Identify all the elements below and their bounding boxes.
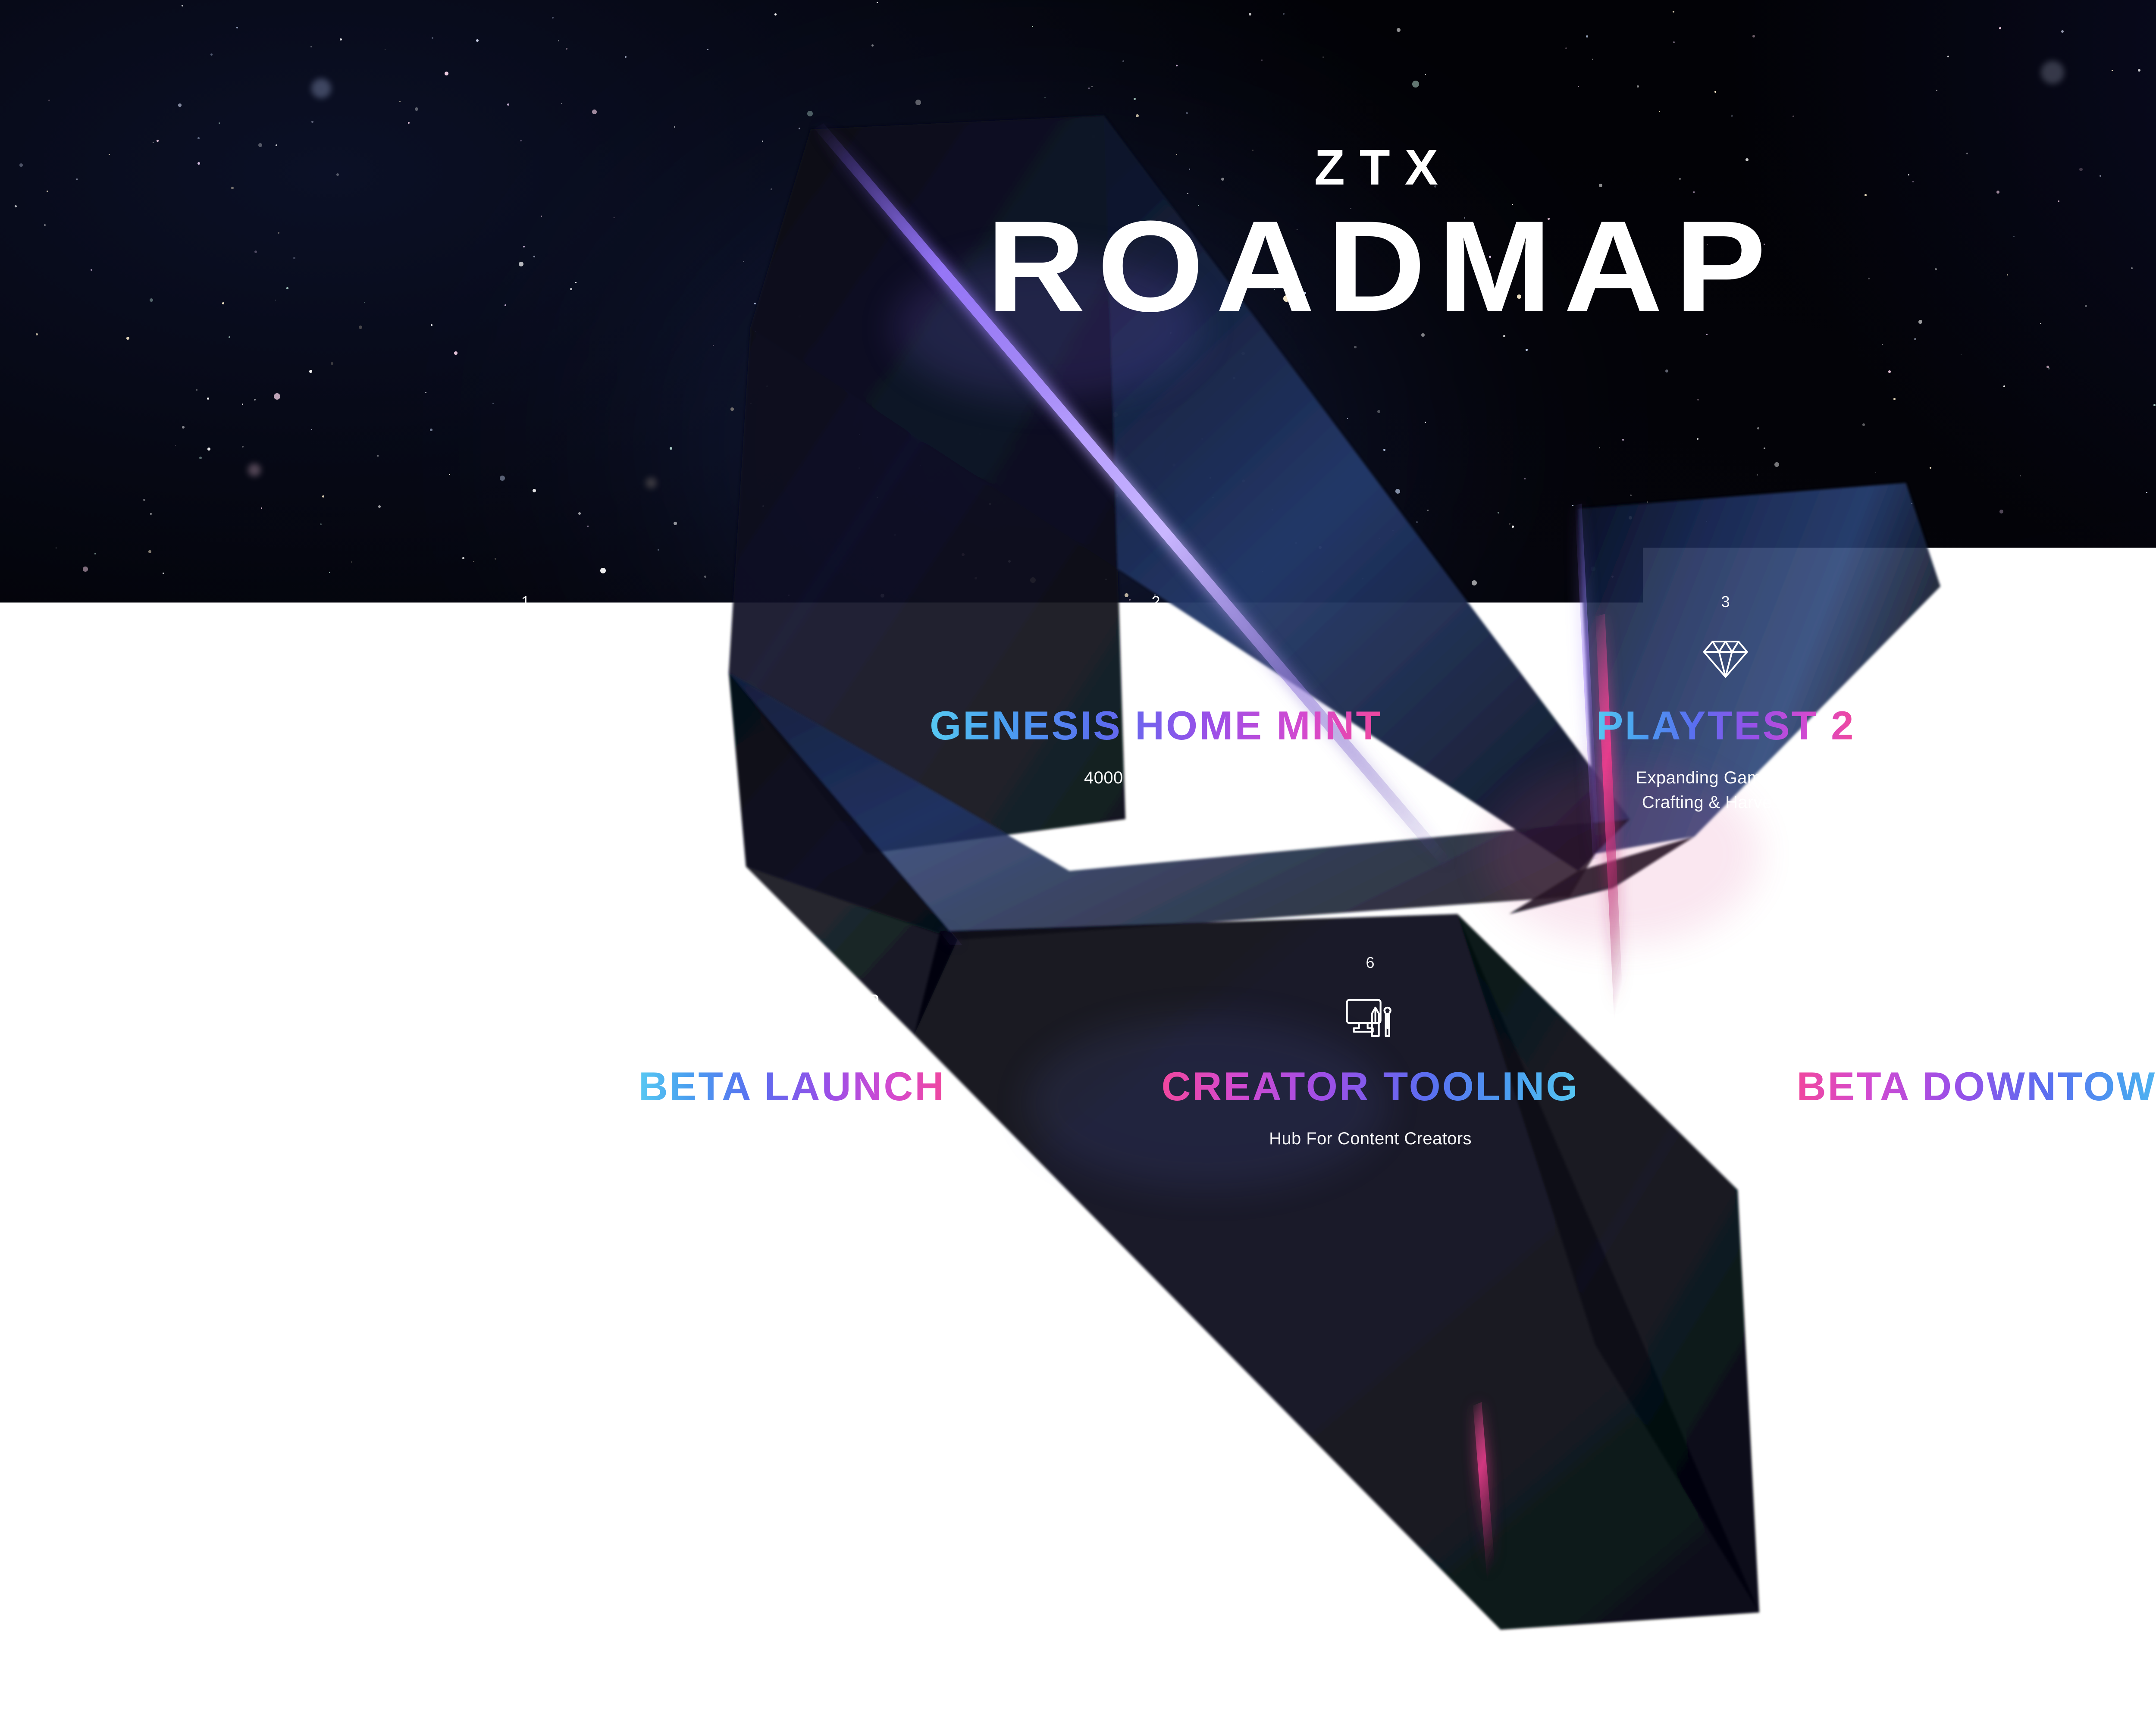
milestone-6[interactable]: 6 CREATOR TOOLING Hub For Content Creato… — [1162, 955, 1579, 1151]
monitor-tools-icon — [1346, 993, 1395, 1040]
milestone-subtitle: First Experiential Area And Open-World C… — [1797, 1127, 2156, 1176]
milestone-number: 3 — [1596, 594, 1855, 610]
milestone-subtitle: 4000 District NFTs — [930, 766, 1382, 790]
milestone-subtitle: Create Your Digital Self — [339, 766, 712, 790]
milestone-icon-group — [639, 989, 946, 1040]
milestone-title: PLAYTEST 2 — [1596, 705, 1855, 746]
milestone-7[interactable]: 7 BETA DOWNTOWN First Experiential Area … — [1797, 955, 2156, 1176]
milestone-title: BETA DOWNTOWN — [1797, 1066, 2156, 1107]
page-header: ZTX ROADMAP — [0, 142, 2156, 327]
city-skyline-icon — [1968, 992, 2016, 1040]
milestone-2[interactable]: 2 GENESIS HOME MINT 4000 District NFTs — [930, 594, 1382, 790]
milestone-number: 4 — [2060, 594, 2156, 610]
milestone-4[interactable]: 4 TOKEN LAUNCH Utility Token And The Quo… — [2060, 594, 2156, 815]
milestone-title: AVATAR BUILDER — [339, 705, 712, 746]
milestone-3[interactable]: 3 PLAYTEST 2 Expanding Game Play: Crafti… — [1596, 594, 1855, 815]
milestone-subtitle: Expanding Game Play: Crafting & Harvesti… — [1596, 766, 1855, 815]
house-icon — [1133, 631, 1179, 679]
milestone-subtitle: Utility Token And The Quote Currency Of … — [2060, 766, 2156, 815]
wearables-shirt-icon — [839, 992, 885, 1040]
gem-icon — [1702, 632, 1750, 679]
milestone-icon-group — [930, 629, 1382, 679]
milestone-title: GENESIS HOME MINT — [930, 705, 1382, 746]
milestone-number: 1 — [339, 594, 712, 610]
avatar-sliders-icon — [699, 992, 744, 1040]
brand-logo-ztx: ZTX — [0, 142, 2156, 192]
milestone-1[interactable]: 1 AVATAR BUILDER Create Your Digital Sel… — [339, 594, 712, 790]
milestone-icon-group — [339, 629, 712, 679]
milestone-title: TOKEN LAUNCH — [2060, 705, 2156, 746]
milestone-icon-group — [1797, 989, 2156, 1040]
house-icon — [768, 992, 815, 1040]
avatar-sliders-icon — [503, 631, 548, 679]
milestone-title: CREATOR TOOLING — [1162, 1066, 1579, 1107]
milestone-number: 7 — [1797, 955, 2156, 971]
milestone-number: 5 — [639, 955, 946, 971]
milestone-icon-group — [2060, 629, 2156, 679]
milestone-subtitle: In-Game Use Of Genesis Homes, Avatars An… — [639, 1127, 946, 1176]
milestone-subtitle: Hub For Content Creators — [1162, 1127, 1579, 1151]
milestone-icon-group — [1596, 629, 1855, 679]
milestone-title: BETA LAUNCH — [639, 1066, 946, 1107]
page-title: ROADMAP — [0, 205, 2156, 327]
milestone-5[interactable]: 5 BETA LAUNCH In-Game Use Of Genes — [639, 955, 946, 1176]
milestone-number: 6 — [1162, 955, 1579, 971]
milestone-icon-group — [1162, 989, 1579, 1040]
milestone-number: 2 — [930, 594, 1382, 610]
